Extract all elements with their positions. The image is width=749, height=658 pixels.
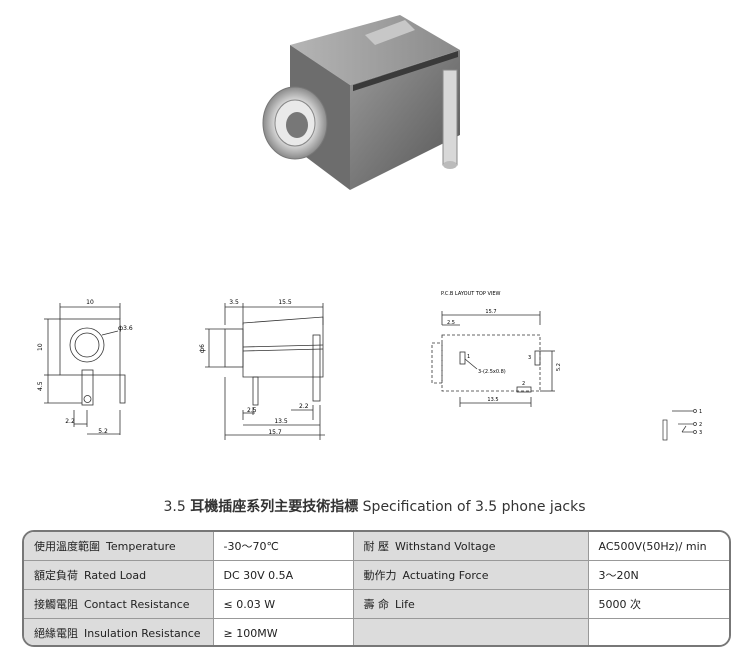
product-image <box>262 15 460 190</box>
spec-label-right: 動作力 Actuating Force <box>352 560 589 590</box>
table-row: 使用溫度範圍 Temperature -30～70℃ 耐 壓 Withstand Vol… <box>24 532 729 561</box>
spec-value-left-text: ≥ 100MW <box>223 626 278 640</box>
spec-label-right-text: Withstand Voltage <box>395 540 496 553</box>
spec-label-right: 壽 命 Life <box>352 589 589 619</box>
spec-label-right-text: Actuating Force <box>402 569 489 582</box>
spec-value-right-text: 3～20N <box>598 569 639 582</box>
spec-label-right: 耐 壓 Withstand Voltage <box>352 532 589 561</box>
spec-label-right-text: 動作力 <box>363 569 397 582</box>
pcb-dim-top: 15.7 <box>485 309 496 315</box>
spec-value-left: ≤ 0.03 W <box>212 589 354 619</box>
spec-label-left-text: Rated Load <box>84 569 147 582</box>
spec-label-left-text: 絕緣電阻 <box>34 627 78 640</box>
spec-label-right-text: 壽 命 <box>363 598 390 611</box>
spec-label-left-text: Temperature <box>106 540 176 553</box>
pcb-dim-small: 2.5 <box>447 320 455 326</box>
spec-label-right <box>352 618 589 645</box>
table-row: 接觸電阻 Contact Resistance ≤ 0.03 W 壽 命 Life 500… <box>24 589 729 619</box>
front-dim-height: 10 <box>37 343 44 351</box>
front-dim-pin-b: 5.2 <box>98 428 108 435</box>
side-dim-e: 13.5 <box>274 418 288 425</box>
spec-label-left: 接觸電阻 Contact Resistance <box>24 589 214 619</box>
front-dim-width: 10 <box>86 299 94 306</box>
pcb-dim-right: 5.2 <box>556 363 562 371</box>
side-dim-a: 3.5 <box>229 299 239 306</box>
spec-label-left-text: 使用溫度範圍 <box>34 540 100 553</box>
spec-value-right-text: AC500V(50Hz)/ min <box>598 539 707 553</box>
spec-value-left-text: DC 30V 0.5A <box>223 568 294 582</box>
spec-label-left-text: Insulation Resistance <box>84 627 201 640</box>
title-cn: 耳機插座系列主要技術指標 <box>190 499 359 515</box>
spec-label-left: 使用溫度範圍 Temperature <box>24 532 214 561</box>
spec-value-right-text: 5000 次 <box>598 598 642 611</box>
spec-table: 使用溫度範圍 Temperature -30～70℃ 耐 壓 Withstand Vol… <box>24 532 729 645</box>
spec-value-right: 5000 次 <box>587 589 729 619</box>
pcb-label-1: 1 <box>467 354 470 360</box>
spec-value-left-text: ≤ 0.03 W <box>223 597 276 611</box>
schematic-pin-2: 2 <box>699 422 702 428</box>
front-dim-hole: ф3.6 <box>118 325 133 332</box>
table-row: 絕緣電阻 Insulation Resistance ≥ 100MW <box>24 618 729 645</box>
pcb-label-2: 2 <box>522 381 525 387</box>
front-dim-lower: 4.5 <box>37 381 44 391</box>
side-dim-b: 15.5 <box>278 299 292 306</box>
side-dim-f: 15.7 <box>268 429 282 436</box>
spec-value-left: DC 30V 0.5A <box>212 560 354 590</box>
spec-value-right <box>587 618 729 645</box>
spec-value-left-text: -30～70℃ <box>223 540 279 553</box>
spec-label-right-text: Life <box>395 598 415 611</box>
pcb-hole-note: 3-(2.5x0.8) <box>478 369 506 375</box>
table-row: 額定負荷 Rated Load DC 30V 0.5A 動作力 Actuating Fo… <box>24 560 729 590</box>
schematic-pin-3: 3 <box>699 430 702 436</box>
side-view-drawing: 3.5 15.5 ф6 2.5 2.2 13.5 15.7 <box>199 299 325 440</box>
side-dim-d: 2.2 <box>299 403 309 410</box>
spec-table-frame: 使用溫度範圍 Temperature -30～70℃ 耐 壓 Withstand Vol… <box>22 530 731 647</box>
pcb-layout-drawing: P.C.B LAYOUT TOP VIEW 15.7 2.5 1 3 2 3-(… <box>431 291 562 407</box>
section-title: 3.5 耳機插座系列主要技術指標 Specification of 3.5 ph… <box>0 496 749 516</box>
spec-value-right: 3～20N <box>587 560 729 590</box>
spec-label-left-text: 接觸電阻 <box>34 598 78 611</box>
side-dim-dia: ф6 <box>199 344 206 353</box>
pcb-caption: P.C.B LAYOUT TOP VIEW <box>441 291 501 297</box>
spec-label-left-text: Contact Resistance <box>84 598 190 611</box>
spec-label-left-text: 額定負荷 <box>34 569 78 582</box>
spec-value-left: ≥ 100MW <box>212 618 354 645</box>
front-view-drawing: 10 ф3.6 10 4.5 2.2 5.2 <box>37 299 133 435</box>
pcb-label-3: 3 <box>528 355 531 361</box>
title-prefix: 3.5 <box>163 499 186 515</box>
spec-label-left: 額定負荷 Rated Load <box>24 560 214 590</box>
pcb-dim-bottom: 13.5 <box>487 397 498 403</box>
spec-value-left: -30～70℃ <box>212 532 354 561</box>
schematic-pin-1: 1 <box>699 409 702 415</box>
side-dim-c: 2.5 <box>247 407 257 414</box>
spec-label-left: 絕緣電阻 Insulation Resistance <box>24 618 214 645</box>
front-dim-pin-a: 2.2 <box>65 418 75 425</box>
title-en: Specification of 3.5 phone jacks <box>362 499 586 515</box>
spec-label-right-text: 耐 壓 <box>363 540 390 553</box>
spec-value-right: AC500V(50Hz)/ min <box>587 532 729 561</box>
schematic-symbol: 1 2 3 <box>662 409 702 441</box>
